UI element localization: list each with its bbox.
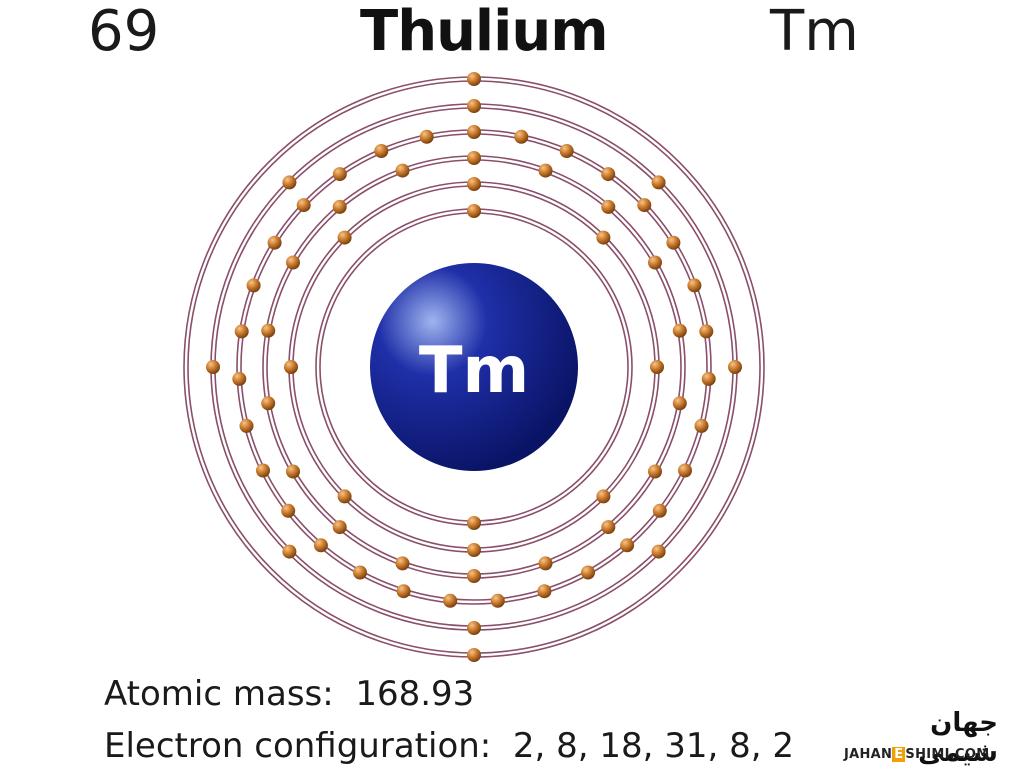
electron [467, 72, 481, 86]
atomic-number: 69 [88, 0, 160, 64]
electron [666, 235, 681, 250]
electron [601, 167, 616, 182]
electron [206, 360, 220, 374]
electron [395, 556, 410, 571]
configuration-value: 2, 8, 18, 31, 8, 2 [512, 726, 795, 766]
electron [648, 255, 662, 270]
nucleus-symbol: Tm [419, 334, 529, 408]
electron [234, 324, 249, 339]
electron [467, 621, 481, 635]
electron [261, 396, 276, 411]
electron-group [206, 72, 742, 662]
electron [296, 198, 311, 213]
electron [467, 99, 481, 113]
electron [581, 565, 595, 580]
electron [650, 360, 664, 374]
electron [246, 278, 261, 293]
electron [337, 489, 352, 504]
electron [651, 544, 666, 559]
electron [332, 199, 347, 214]
electron [637, 198, 652, 213]
electron [467, 543, 481, 557]
electron-configuration-line: Electron configuration: 2, 8, 18, 31, 8,… [104, 726, 794, 766]
electron [443, 593, 458, 608]
electron [256, 463, 270, 478]
electron [728, 360, 742, 374]
electron [699, 324, 714, 339]
electron [467, 177, 481, 191]
electron [596, 230, 611, 245]
electron [538, 163, 553, 178]
electron [284, 360, 298, 374]
electron [267, 235, 282, 250]
electron [467, 125, 481, 139]
electron [514, 129, 529, 144]
electron [672, 396, 687, 411]
electron [687, 278, 702, 293]
electron [282, 175, 297, 190]
electron [651, 175, 666, 190]
logo-suffix: SHIMI.COM [905, 747, 990, 762]
electron [538, 556, 553, 571]
electron [678, 463, 692, 478]
configuration-label: Electron configuration: [104, 726, 492, 766]
electron [467, 648, 481, 662]
electron [282, 544, 297, 559]
electron [652, 503, 667, 518]
electron [559, 144, 574, 158]
electron [701, 371, 716, 386]
electron [694, 418, 709, 433]
electron [281, 503, 296, 518]
electron [332, 520, 347, 535]
electron [313, 538, 328, 553]
electron [537, 584, 552, 599]
electron [396, 584, 411, 599]
element-name: Thulium [360, 0, 609, 64]
electron [467, 569, 481, 583]
atomic-mass-line: Atomic mass: 168.93 [104, 674, 474, 714]
electron [337, 230, 352, 245]
electron [601, 520, 616, 535]
element-symbol: Tm [770, 0, 859, 64]
electron [374, 144, 389, 158]
electron [467, 151, 481, 165]
electron [286, 464, 300, 479]
nucleus [370, 263, 578, 471]
electron [286, 255, 300, 270]
electron [232, 371, 247, 386]
atomic-mass-label: Atomic mass: [104, 674, 334, 714]
electron [620, 538, 635, 553]
electron [467, 204, 481, 218]
electron [648, 464, 662, 479]
electron [332, 167, 347, 182]
logo-persian-text: جهان شیمی [918, 708, 998, 768]
electron [601, 199, 616, 214]
logo-accent-letter: E [892, 747, 906, 762]
electron [239, 418, 254, 433]
electron [419, 129, 434, 144]
electron [672, 323, 687, 338]
electron [467, 516, 481, 530]
electron [261, 323, 276, 338]
electron [596, 489, 611, 504]
electron [353, 565, 367, 580]
electron [490, 593, 505, 608]
logo-prefix: JAHAN [844, 747, 893, 762]
atomic-mass-value: 168.93 [355, 674, 475, 714]
electron [395, 163, 410, 178]
